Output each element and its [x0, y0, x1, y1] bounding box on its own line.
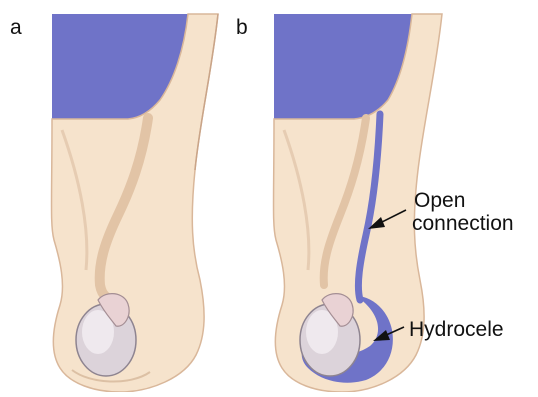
open-connection-label-line2: connection	[412, 212, 514, 235]
panel-label-a: a	[10, 17, 22, 38]
panel-label-b: b	[236, 17, 248, 38]
panel-a-illustration	[52, 14, 219, 392]
open-connection-label: Open connection	[414, 189, 514, 235]
open-connection-label-line1: Open	[414, 189, 514, 212]
hydrocele-label: Hydrocele	[409, 318, 504, 341]
